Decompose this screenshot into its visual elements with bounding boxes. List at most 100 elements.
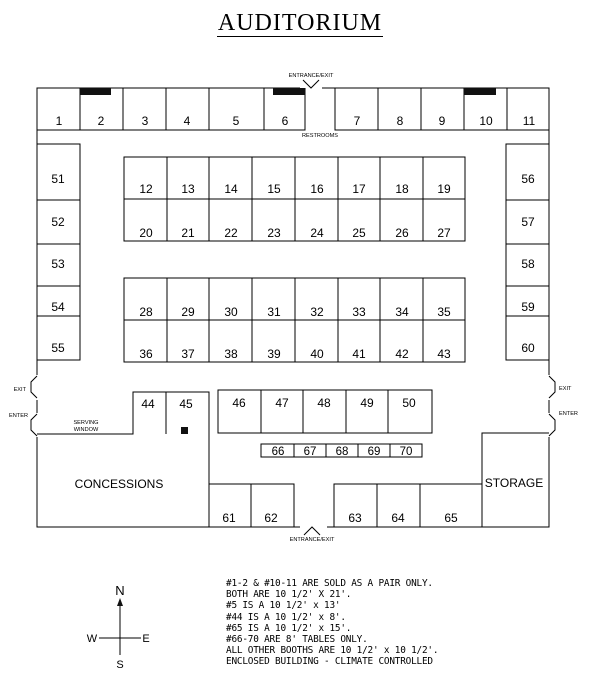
left-booth-column xyxy=(37,143,81,361)
booth-number-27: 27 xyxy=(437,226,451,240)
booth-number-37: 37 xyxy=(181,347,195,361)
right-exit-door xyxy=(548,375,556,399)
booth-number-32: 32 xyxy=(310,305,324,319)
booth-number-15: 15 xyxy=(267,182,281,196)
booth-number-1: 1 xyxy=(56,114,63,128)
booth-number-8: 8 xyxy=(397,114,404,128)
booth-61-62-outline xyxy=(209,483,295,527)
restrooms-label: RESTROOMS xyxy=(302,133,338,139)
booth-number-5: 5 xyxy=(233,114,240,128)
booth-number-43: 43 xyxy=(437,347,451,361)
booth-number-49: 49 xyxy=(360,396,374,410)
booth-number-6: 6 xyxy=(282,114,289,128)
top-wall-marker xyxy=(80,88,111,95)
booth-number-46: 46 xyxy=(232,396,246,410)
booth-number-42: 42 xyxy=(395,347,409,361)
booth-number-3: 3 xyxy=(142,114,149,128)
outer-wall xyxy=(322,87,550,375)
booth-63-65-outline xyxy=(333,483,482,527)
booth-number-44: 44 xyxy=(141,397,155,411)
booth-45-marker xyxy=(181,427,188,434)
booth-number-55: 55 xyxy=(51,341,65,355)
booth-number-69: 69 xyxy=(368,446,381,458)
booth-number-11: 11 xyxy=(523,114,536,128)
booth-number-68: 68 xyxy=(336,446,349,458)
booth-number-39: 39 xyxy=(267,347,281,361)
booth-number-14: 14 xyxy=(224,182,238,196)
booth-number-28: 28 xyxy=(139,305,153,319)
booth-number-19: 19 xyxy=(437,182,451,196)
storage-outline xyxy=(481,432,549,527)
booth-number-23: 23 xyxy=(267,226,281,240)
booth-number-20: 20 xyxy=(139,226,153,240)
bottom-entrance-door xyxy=(303,526,321,536)
right-enter-door xyxy=(548,413,556,437)
booth-number-64: 64 xyxy=(391,511,405,525)
booth-number-2: 2 xyxy=(98,114,105,128)
booth-row-46-50 xyxy=(217,389,433,434)
serving-window-label: WINDOW xyxy=(74,427,99,433)
compass-e-label: E xyxy=(142,633,149,645)
booth-number-70: 70 xyxy=(400,446,413,458)
booth-44-45-outline xyxy=(37,391,210,435)
booth-number-25: 25 xyxy=(352,226,366,240)
compass-n-label: N xyxy=(115,583,124,598)
entrance-bottom-label: ENTRANCE/EXIT xyxy=(290,537,335,543)
booth-number-40: 40 xyxy=(310,347,324,361)
booth-number-60: 60 xyxy=(521,341,535,355)
enter-left-label: ENTER xyxy=(9,413,28,419)
tables-66-70 xyxy=(260,443,423,458)
booth-number-63: 63 xyxy=(348,511,362,525)
booth-row-outline xyxy=(37,88,306,131)
enter-right-label: ENTER xyxy=(559,411,578,417)
note-line: ENCLOSED BUILDING - CLIMATE CONTROLLED xyxy=(226,656,433,668)
booth-number-54: 54 xyxy=(51,300,65,314)
left-exit-door xyxy=(30,375,38,399)
compass-w-label: W xyxy=(87,633,98,645)
booth-number-13: 13 xyxy=(181,182,195,196)
exit-left-label: EXIT xyxy=(14,387,27,393)
booth-number-58: 58 xyxy=(521,257,535,271)
serving-window-label: SERVING xyxy=(73,420,98,426)
booth-number-52: 52 xyxy=(51,215,65,229)
concessions-label: CONCESSIONS xyxy=(75,477,164,491)
booth-number-31: 31 xyxy=(267,305,281,319)
booth-number-56: 56 xyxy=(521,172,535,186)
note-line: #5 IS A 10 1/2' x 13' xyxy=(226,600,341,612)
booth-number-16: 16 xyxy=(310,182,324,196)
booth-number-41: 41 xyxy=(352,347,366,361)
booth-number-29: 29 xyxy=(181,305,195,319)
booth-number-35: 35 xyxy=(437,305,451,319)
booth-number-67: 67 xyxy=(304,446,317,458)
outer-wall xyxy=(36,87,300,375)
booth-row-outline xyxy=(334,88,549,131)
outer-wall xyxy=(36,437,300,528)
booth-number-59: 59 xyxy=(521,300,535,314)
booth-number-34: 34 xyxy=(395,305,409,319)
top-entrance-door xyxy=(302,79,320,89)
top-wall-marker xyxy=(464,88,496,95)
booth-number-30: 30 xyxy=(224,305,238,319)
note-line: #66-70 ARE 8' TABLES ONLY. xyxy=(226,634,368,646)
booth-number-21: 21 xyxy=(181,226,195,240)
entrance-top-label: ENTRANCE/EXIT xyxy=(289,73,334,79)
booth-number-66: 66 xyxy=(272,446,285,458)
booth-number-57: 57 xyxy=(521,215,535,229)
top-wall-marker xyxy=(273,88,305,95)
note-line: #65 IS A 10 1/2' x 15'. xyxy=(226,622,352,634)
booth-number-62: 62 xyxy=(264,511,278,525)
exit-right-label: EXIT xyxy=(559,386,572,392)
booth-number-51: 51 xyxy=(51,172,65,186)
booth-number-38: 38 xyxy=(224,347,238,361)
outer-wall xyxy=(327,437,550,528)
booth-number-36: 36 xyxy=(139,347,153,361)
note-line: ALL OTHER BOOTHS ARE 10 1/2' x 10 1/2'. xyxy=(226,645,439,657)
booth-number-4: 4 xyxy=(184,114,191,128)
booth-number-26: 26 xyxy=(395,226,409,240)
right-booth-column xyxy=(505,143,549,361)
booth-number-24: 24 xyxy=(310,226,324,240)
compass-s-label: S xyxy=(116,659,123,671)
note-line: #1-2 & #10-11 ARE SOLD AS A PAIR ONLY. xyxy=(226,578,433,589)
left-enter-door xyxy=(30,413,38,437)
